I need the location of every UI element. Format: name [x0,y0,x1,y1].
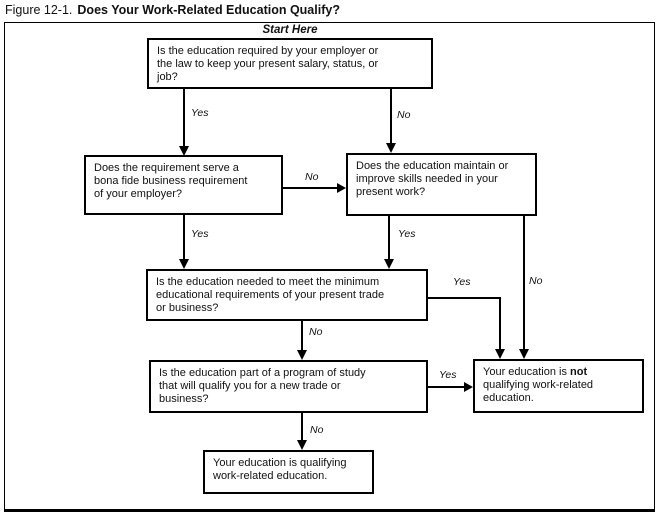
node-text-line: that will qualify you for a new trade or [159,380,341,392]
node-text-line: business? [159,393,209,405]
node-text-line: qualifying work-related [483,379,594,391]
node-text-line: Does the requirement serve a [94,162,239,174]
node-text-line: education. [483,392,534,404]
edge-q3-to-not-qualifying-hline [428,297,501,299]
edge-label-q2b-to-not-qualifying: No [529,275,543,287]
edge-label-q2a-to-q3: Yes [191,228,209,240]
figure-title-text: Does Your Work-Related Education Qualify… [77,3,340,17]
edge-q2a-to-q2b-line [283,187,337,189]
node-text-line: improve skills needed in your [356,173,498,185]
node-text-line: work-related education. [213,470,328,482]
node-result-not-qualifying: Your education is not qualifying work-re… [473,359,644,413]
edge-q2a-to-q2b-arrow-right-icon [337,183,346,193]
node-text-line: Your education is not [483,366,634,379]
node-education-required: Is the education required by your employ… [147,38,433,89]
node-text-emphasis: not [570,366,588,378]
edge-label-q2a-to-q2b: No [305,171,319,183]
edge-label-q1-to-q2b: No [397,109,411,121]
node-text-segment: Your education is [483,366,571,378]
node-text-line: of your employer? [94,188,183,200]
node-text-line: job? [157,71,178,83]
node-text-line: bona fide business requirement [94,175,248,187]
edge-label-q3-to-q4: No [309,326,323,338]
figure-title: Figure 12-1. Does Your Work-Related Educa… [5,3,340,17]
node-text-line: present work? [356,186,426,198]
node-minimum-requirements: Is the education needed to meet the mini… [146,269,428,321]
node-result-qualifying: Your education is qualifying work-relate… [203,450,374,494]
node-text-line: Does the education maintain or [356,160,509,172]
edge-q1-to-q2b-arrow-down-icon [386,143,396,153]
edge-q2b-to-not-qualifying-arrow-down-icon [519,349,529,359]
edge-q3-to-not-qualifying-vline [499,297,501,349]
node-text-line: Your education is qualifying [213,457,347,469]
start-here-label: Start Here [262,24,318,36]
edge-label-q4-to-not-qualifying: Yes [439,369,457,381]
edge-q4-to-qualifying-arrow-down-icon [297,440,307,450]
edge-q2b-to-q3-arrow-down-icon [384,259,394,269]
edge-q3-to-not-qualifying-arrow-down-icon [495,349,505,359]
edge-q2a-to-q3-arrow-down-icon [179,259,189,269]
node-text-line: or business? [156,302,219,314]
edge-q1-to-q2a-line [183,89,185,146]
edge-q2b-to-not-qualifying-line [523,216,525,349]
edge-label-q3-to-not-qualifying: Yes [453,276,471,288]
node-text-line: Is the education needed to meet the mini… [156,276,380,288]
edge-q2a-to-q3-line [183,215,185,259]
node-text-line: Is the education part of a program of st… [159,367,366,379]
edge-label-q1-to-q2a: Yes [191,107,209,119]
node-text-line: educational requirements of your present… [156,289,385,301]
node-bona-fide-requirement: Does the requirement serve a bona fide b… [84,155,283,215]
edge-q1-to-q2a-arrow-down-icon [179,146,189,156]
edge-q3-to-q4-arrow-down-icon [297,350,307,360]
figure-number: Figure 12-1. [5,3,73,17]
edge-q3-to-q4-line [301,321,303,350]
node-new-trade-program: Is the education part of a program of st… [149,360,428,413]
node-maintain-improve-skills: Does the education maintain or improve s… [346,153,537,216]
edge-q4-to-qualifying-line [301,413,303,440]
edge-q1-to-q2b-line [390,89,392,143]
node-text-line: the law to keep your present salary, sta… [157,58,379,70]
edge-q4-to-not-qualifying-line [428,386,464,388]
node-text-line: Is the education required by your employ… [157,45,379,57]
edge-label-q2b-to-q3: Yes [398,228,416,240]
flowchart-diagram: Start Here Is the education required by … [4,22,655,512]
edge-q2b-to-q3-line [388,216,390,259]
edge-label-q4-to-qualifying: No [310,424,324,436]
edge-q4-to-not-qualifying-arrow-right-icon [464,382,473,392]
